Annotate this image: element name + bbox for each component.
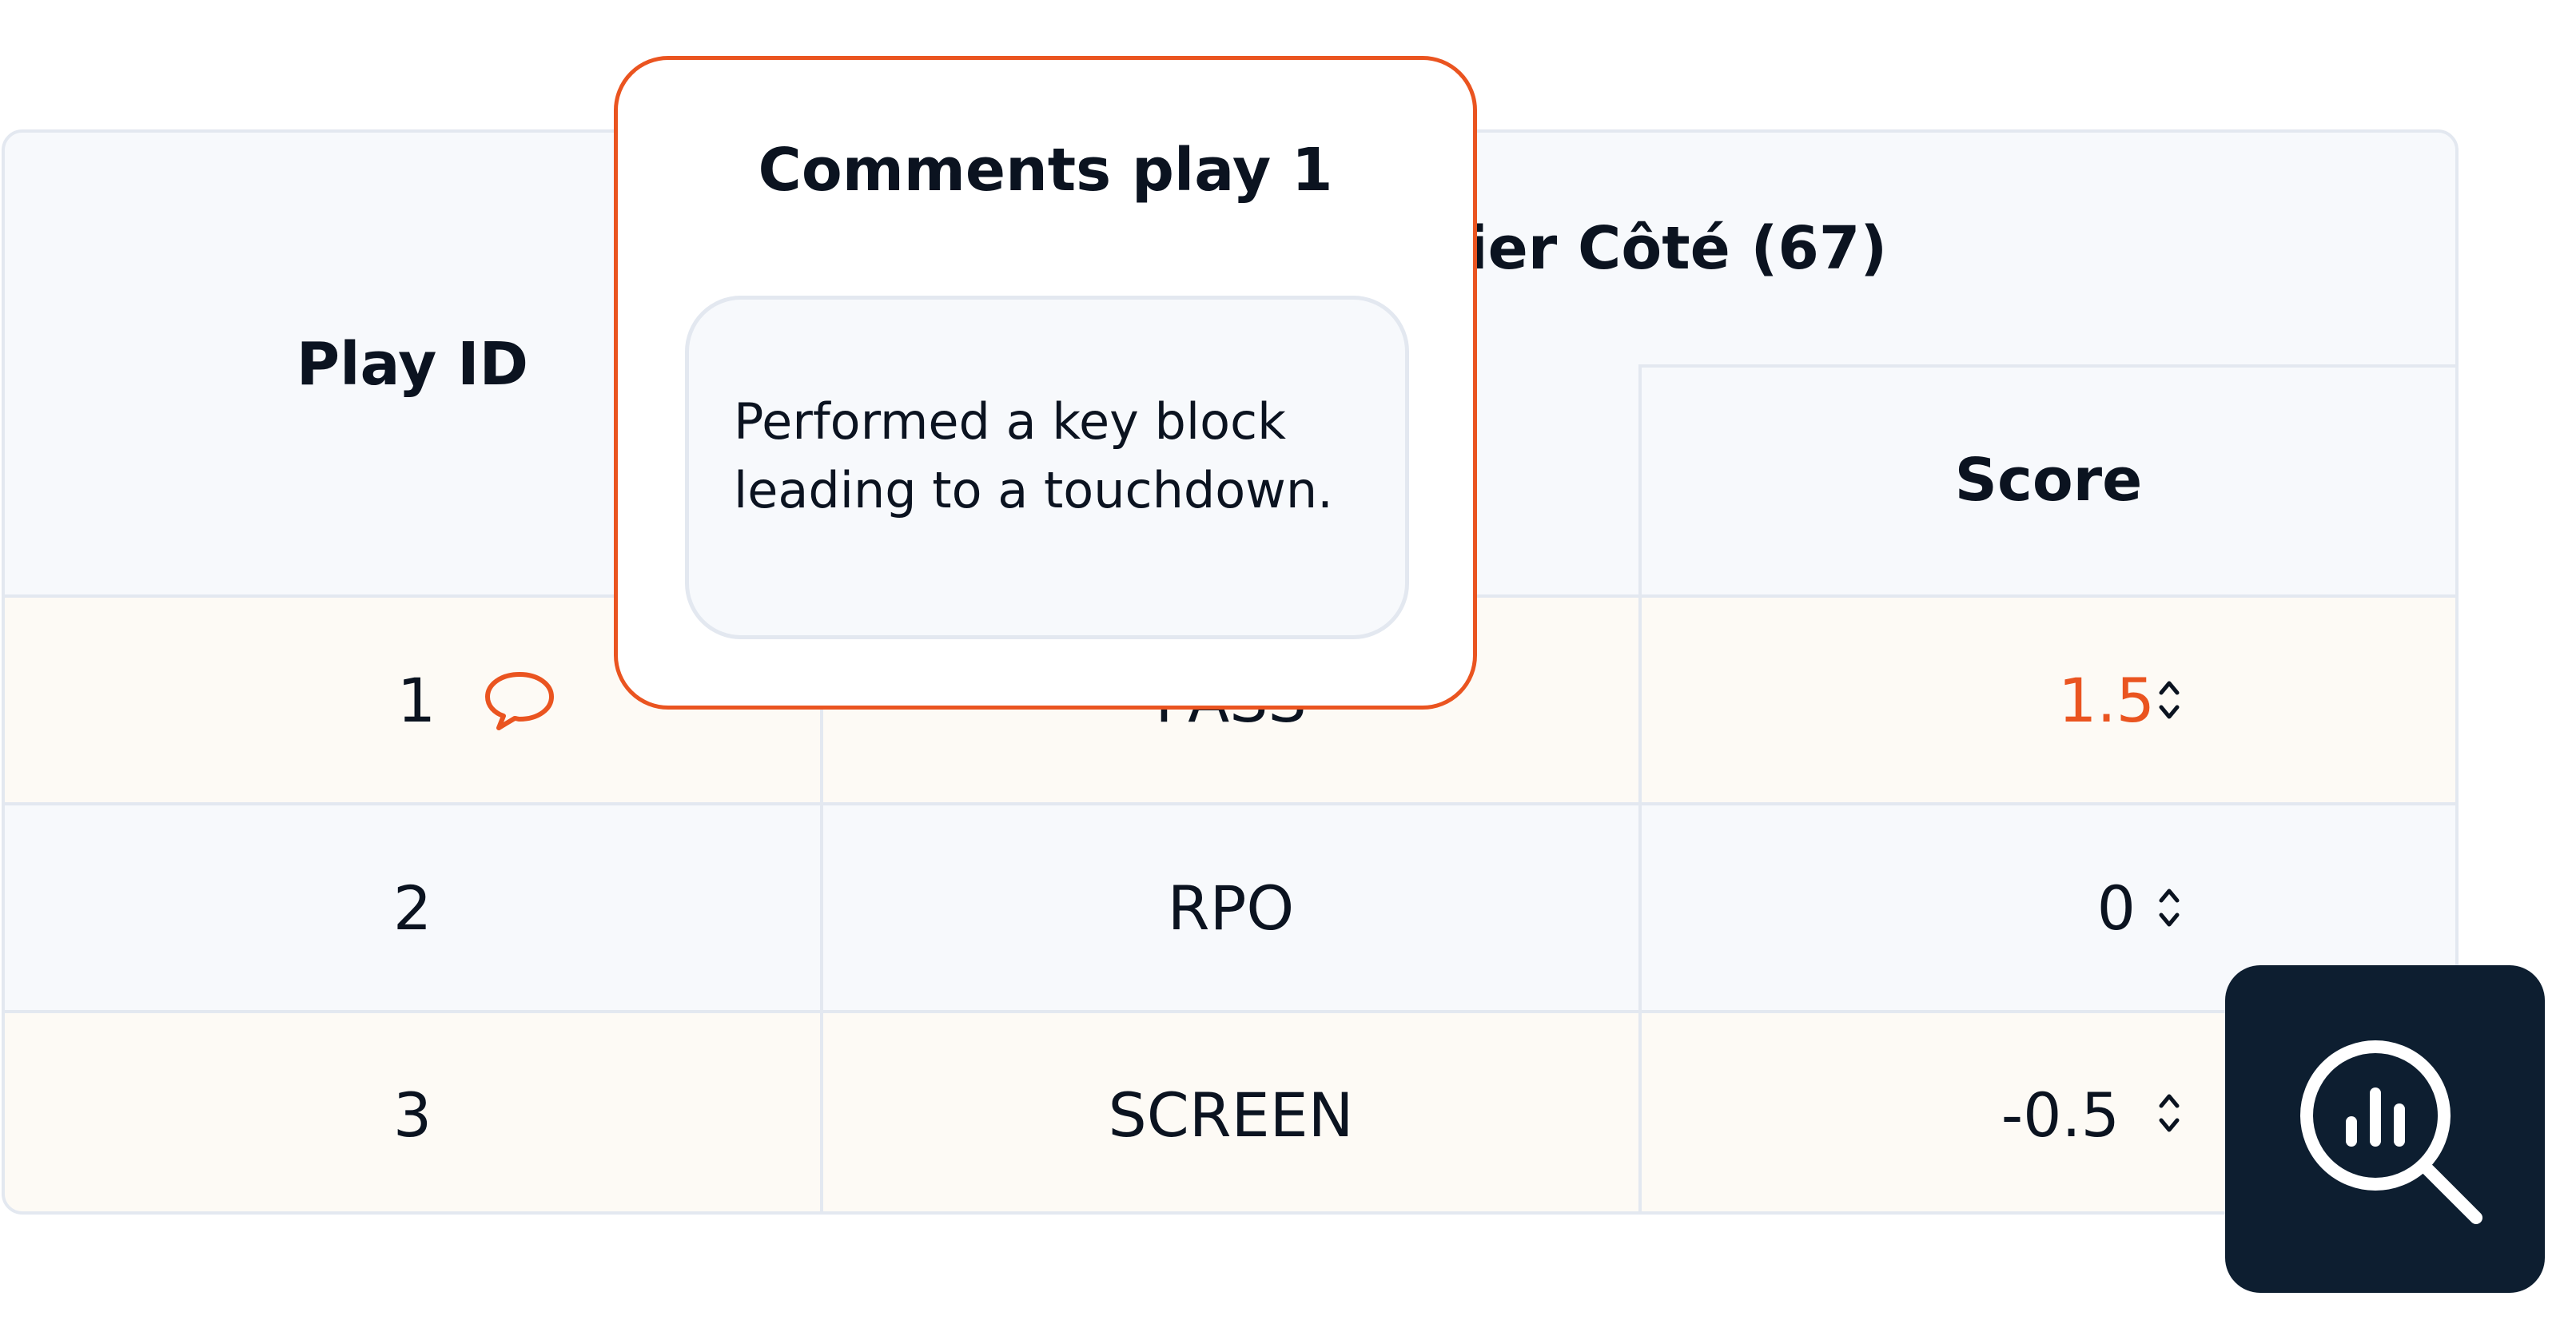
comment-text: Performed a key block leading to a touch…	[734, 392, 1333, 519]
row-1-score: 1.5	[2058, 664, 2155, 736]
magnifier-bar-chart-icon	[2300, 1040, 2482, 1224]
speech-bubble-icon[interactable]	[483, 670, 556, 734]
row-2-score: 0	[2096, 872, 2136, 944]
divider	[1638, 364, 1642, 1211]
row-1-play-id: 1	[396, 664, 436, 736]
table-row[interactable]	[5, 804, 2455, 1012]
row-3-play-type: SCREEN	[1108, 1079, 1354, 1151]
analytics-button[interactable]	[2225, 965, 2545, 1293]
table-row[interactable]	[5, 1012, 2455, 1211]
header-player-group-label: vier Côté (67)	[1429, 214, 1888, 283]
popover-title: Comments play 1	[758, 136, 1333, 205]
comment-box: Performed a key block leading to a touch…	[685, 296, 1409, 639]
row-3-play-id: 3	[392, 1079, 432, 1151]
divider	[5, 1010, 2455, 1013]
divider	[5, 802, 2455, 805]
comments-popover: Comments play 1 Performed a key block le…	[614, 56, 1477, 710]
divider	[820, 594, 823, 1211]
row-2-play-type: RPO	[1167, 872, 1295, 944]
header-play-id: Play ID	[296, 330, 529, 399]
row-3-score: -0.5	[2001, 1079, 2120, 1151]
header-score[interactable]: Score	[1954, 446, 2143, 515]
row-2-play-id: 2	[392, 872, 432, 944]
chevron-up-down-icon[interactable]	[2155, 1085, 2184, 1141]
header-player-group: vier Côté (67)	[820, 133, 2455, 364]
divider	[1638, 364, 2455, 368]
chevron-up-down-icon[interactable]	[2155, 880, 2184, 936]
chevron-up-down-icon[interactable]	[2155, 672, 2184, 728]
